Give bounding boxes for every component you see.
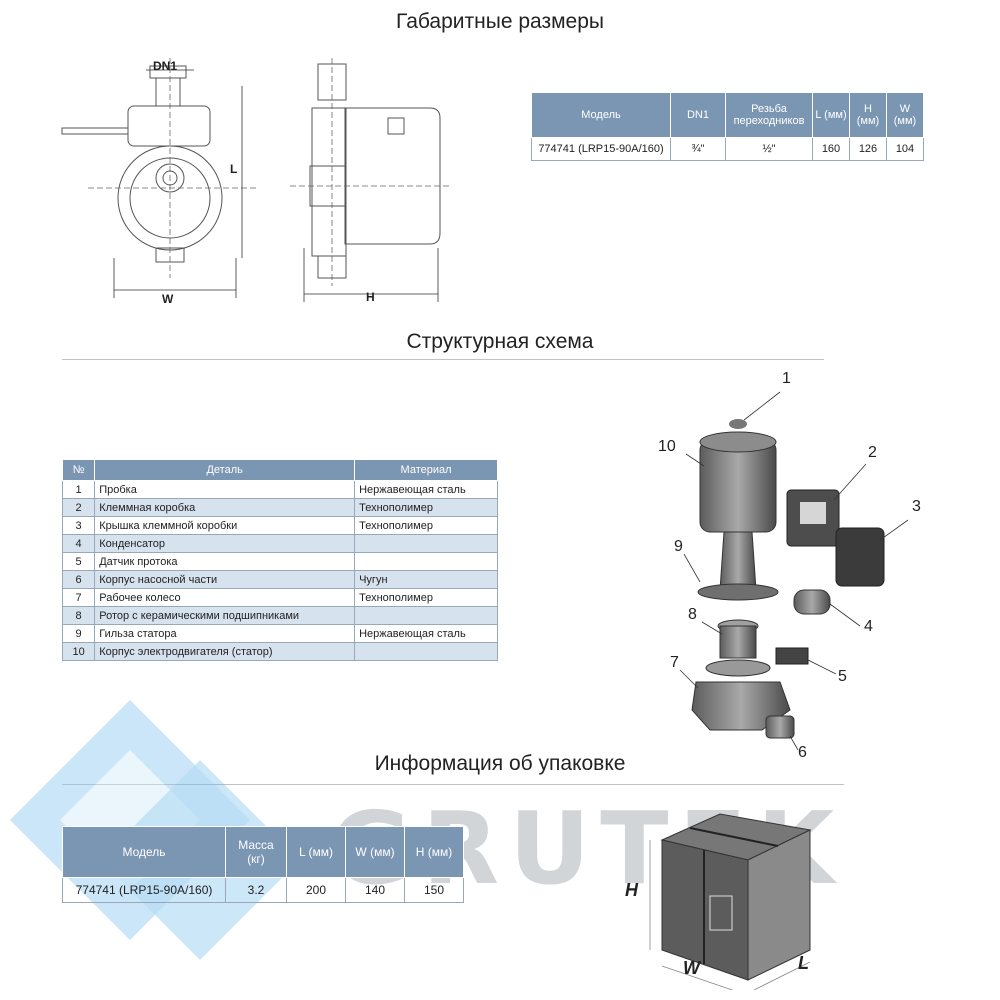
col-number: № (61, 459, 96, 481)
col-h: H (мм) (849, 92, 887, 138)
callout-3: 3 (912, 498, 921, 515)
cell-material: Технополимер (354, 588, 498, 607)
col-w: W (мм) (886, 92, 924, 138)
col-mass: Масса (кг) (225, 826, 287, 878)
cell-number: 3 (61, 516, 96, 535)
packaging-table: Модель Масса (кг) L (мм) W (мм) H (мм) 7… (62, 826, 464, 903)
cell-w: 104 (886, 137, 924, 161)
callout-7: 7 (670, 654, 679, 671)
cell-material (354, 642, 498, 661)
cell-number: 2 (61, 498, 96, 517)
cell-part: Корпус насосной части (94, 570, 356, 589)
cell-material: Нержавеющая сталь (354, 480, 498, 499)
col-w: W (мм) (345, 826, 405, 878)
col-thread: Резьба переходников (725, 92, 813, 138)
cell-number: 10 (61, 642, 96, 661)
cell-part: Крышка клеммной коробки (94, 516, 356, 535)
callout-1: 1 (782, 370, 791, 387)
cell-number: 9 (61, 624, 96, 643)
col-material: Материал (354, 459, 498, 481)
table-row: 774741 (LRP15-90A/160) 3.2 200 140 150 (62, 877, 464, 903)
cell-material (354, 534, 498, 553)
dn1-label: DN1 (153, 59, 178, 73)
cell-part: Ротор с керамическими подшипниками (94, 606, 356, 625)
cell-part: Пробка (94, 480, 356, 499)
pump-front-view-drawing (61, 58, 258, 298)
cell-mass: 3.2 (225, 877, 287, 903)
cell-material: Чугун (354, 570, 498, 589)
dimensions-table: Модель DN1 Резьба переходников L (мм) H … (531, 92, 924, 161)
cell-part: Корпус электродвигателя (статор) (94, 642, 356, 661)
packaging-divider (62, 784, 844, 785)
packaging-box-illustration (649, 813, 812, 990)
cell-h: 150 (404, 877, 464, 903)
col-h: H (мм) (404, 826, 464, 878)
col-l: L (мм) (286, 826, 346, 878)
dimensions-title: Габаритные размеры (396, 10, 604, 33)
h-dimension-label: H (366, 290, 375, 304)
pump-exploded-view (679, 391, 909, 751)
structure-divider (62, 359, 824, 360)
box-w-label: W (683, 958, 700, 978)
cell-number: 1 (61, 480, 96, 499)
callout-2: 2 (868, 444, 877, 461)
cell-part: Рабочее колесо (94, 588, 356, 607)
cell-number: 8 (61, 606, 96, 625)
col-part: Деталь (94, 459, 356, 481)
cell-number: 4 (61, 534, 96, 553)
l-dimension-label: L (230, 162, 238, 176)
cell-h: 126 (849, 137, 887, 161)
box-l-label: L (798, 953, 809, 973)
cell-material: Нержавеющая сталь (354, 624, 498, 643)
col-l: L (мм) (812, 92, 850, 138)
callout-8: 8 (688, 606, 697, 623)
callout-5: 5 (838, 668, 847, 685)
box-h-label: H (625, 880, 638, 900)
cell-w: 140 (345, 877, 405, 903)
col-model: Модель (531, 92, 671, 138)
cell-material: Технополимер (354, 516, 498, 535)
packaging-title: Информация об упаковке (374, 752, 626, 775)
structure-title: Структурная схема (406, 330, 594, 353)
cell-number: 6 (61, 570, 96, 589)
callout-6: 6 (798, 744, 807, 761)
cell-material (354, 552, 498, 571)
cell-model: 774741 (LRP15-90A/160) (62, 877, 226, 903)
callout-9: 9 (674, 538, 683, 555)
cell-material: Технополимер (354, 498, 498, 517)
cell-model: 774741 (LRP15-90A/160) (531, 137, 671, 161)
callout-10: 10 (658, 438, 676, 455)
cell-part: Конденсатор (94, 534, 356, 553)
cell-material (354, 606, 498, 625)
col-dn1: DN1 (670, 92, 726, 138)
table-row: 774741 (LRP15-90A/160) ¾" ½" 160 126 104 (531, 137, 924, 161)
col-model: Модель (62, 826, 226, 878)
cell-dn1: ¾" (670, 137, 726, 161)
cell-l: 160 (812, 137, 850, 161)
w-dimension-label: W (162, 292, 174, 306)
cell-number: 5 (61, 552, 96, 571)
cell-part: Датчик протока (94, 552, 356, 571)
cell-thread: ½" (725, 137, 813, 161)
pump-side-view-drawing (290, 58, 450, 302)
cell-number: 7 (61, 588, 96, 607)
callout-4: 4 (864, 618, 873, 635)
cell-part: Гильза статора (94, 624, 356, 643)
cell-l: 200 (286, 877, 346, 903)
cell-part: Клеммная коробка (94, 498, 356, 517)
